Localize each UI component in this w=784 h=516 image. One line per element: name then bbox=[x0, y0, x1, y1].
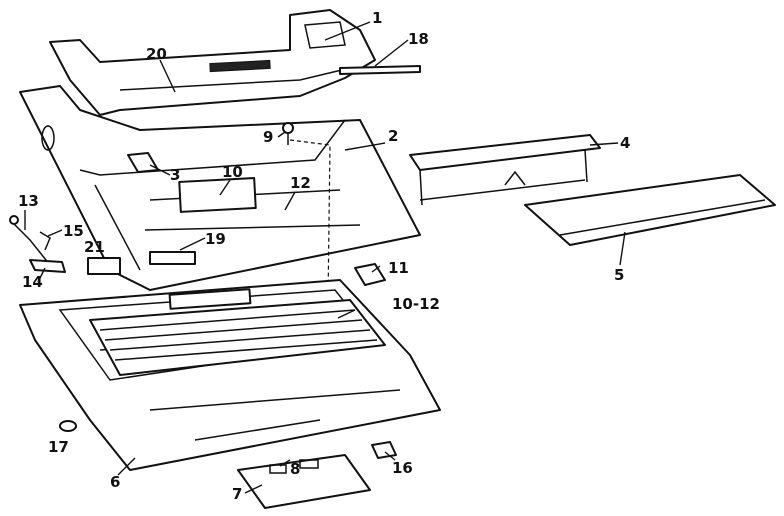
part-lever-assembly bbox=[9, 215, 66, 273]
part-rod bbox=[339, 65, 421, 75]
part-clip bbox=[354, 263, 386, 286]
callout-3: 3 bbox=[170, 166, 181, 184]
part-foot bbox=[59, 420, 77, 432]
part-cover-panel bbox=[524, 174, 776, 246]
part-bracket-small bbox=[127, 152, 159, 173]
callout-8: 8 bbox=[290, 460, 301, 478]
callout-1: 1 bbox=[372, 9, 383, 27]
part-paper-bail bbox=[409, 134, 601, 206]
callout-2: 2 bbox=[388, 127, 399, 145]
callout-13: 13 bbox=[18, 192, 39, 210]
callout-9: 9 bbox=[263, 128, 274, 146]
callout-12: 12 bbox=[290, 174, 311, 192]
part-bottom-plate bbox=[237, 454, 371, 509]
part-screw bbox=[282, 122, 294, 145]
part-label-plate bbox=[87, 257, 121, 275]
callout-6: 6 bbox=[110, 473, 121, 491]
callout-17: 17 bbox=[48, 438, 69, 456]
callout-15: 15 bbox=[63, 222, 84, 240]
callout-20: 20 bbox=[146, 45, 167, 63]
callout-18: 18 bbox=[408, 30, 429, 48]
callout-16: 16 bbox=[392, 459, 413, 477]
callout-21: 21 bbox=[84, 238, 105, 256]
part-small-cover bbox=[371, 441, 397, 459]
callout-4: 4 bbox=[620, 134, 631, 152]
part-upper-housing bbox=[19, 85, 421, 291]
callout-7: 7 bbox=[232, 485, 243, 503]
leader-lines bbox=[24, 21, 626, 494]
callout-11: 11 bbox=[388, 259, 409, 277]
callout-5: 5 bbox=[614, 266, 625, 284]
callout-10: 10 bbox=[222, 163, 243, 181]
part-top-cover bbox=[49, 9, 376, 116]
callout-14: 14 bbox=[22, 273, 43, 291]
callout-10-12: 10-12 bbox=[392, 295, 440, 313]
callout-19: 19 bbox=[205, 230, 226, 248]
part-keyboard bbox=[89, 288, 386, 376]
